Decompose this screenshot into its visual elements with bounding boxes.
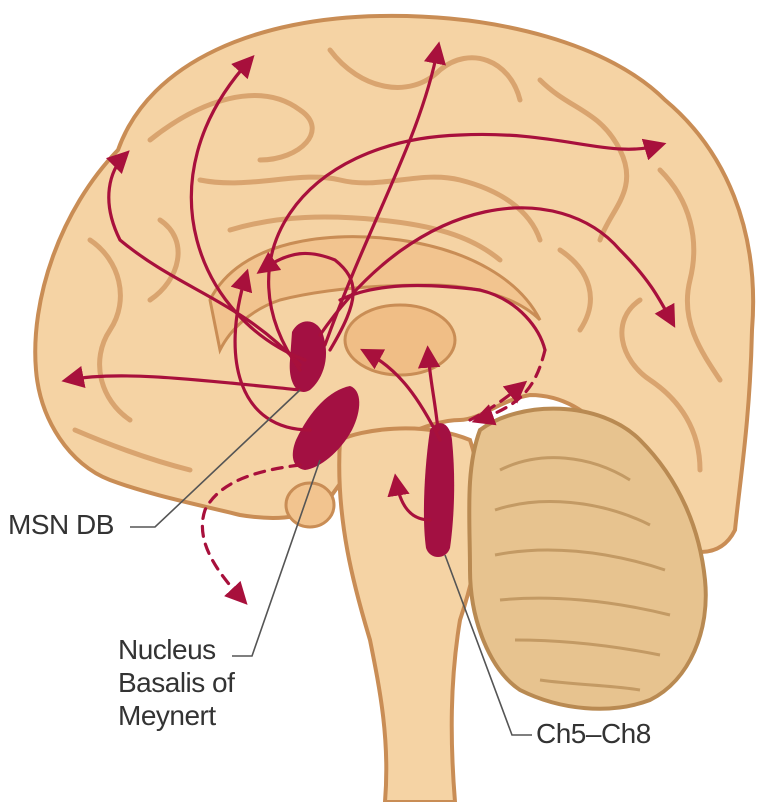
ch5-ch8-nucleus (424, 423, 454, 557)
thalamus (345, 305, 455, 375)
nucleus-basalis-label-line-1: Nucleus (118, 633, 234, 666)
brainstem (339, 428, 481, 802)
nucleus-basalis-label-line-3: Meynert (118, 699, 234, 732)
msn-db-label: MSN DB (8, 508, 114, 541)
nucleus-basalis-label: Nucleus Basalis of Meynert (118, 633, 234, 732)
nucleus-basalis-label-line-2: Basalis of (118, 666, 234, 699)
ch5-ch8-label: Ch5–Ch8 (536, 717, 651, 750)
